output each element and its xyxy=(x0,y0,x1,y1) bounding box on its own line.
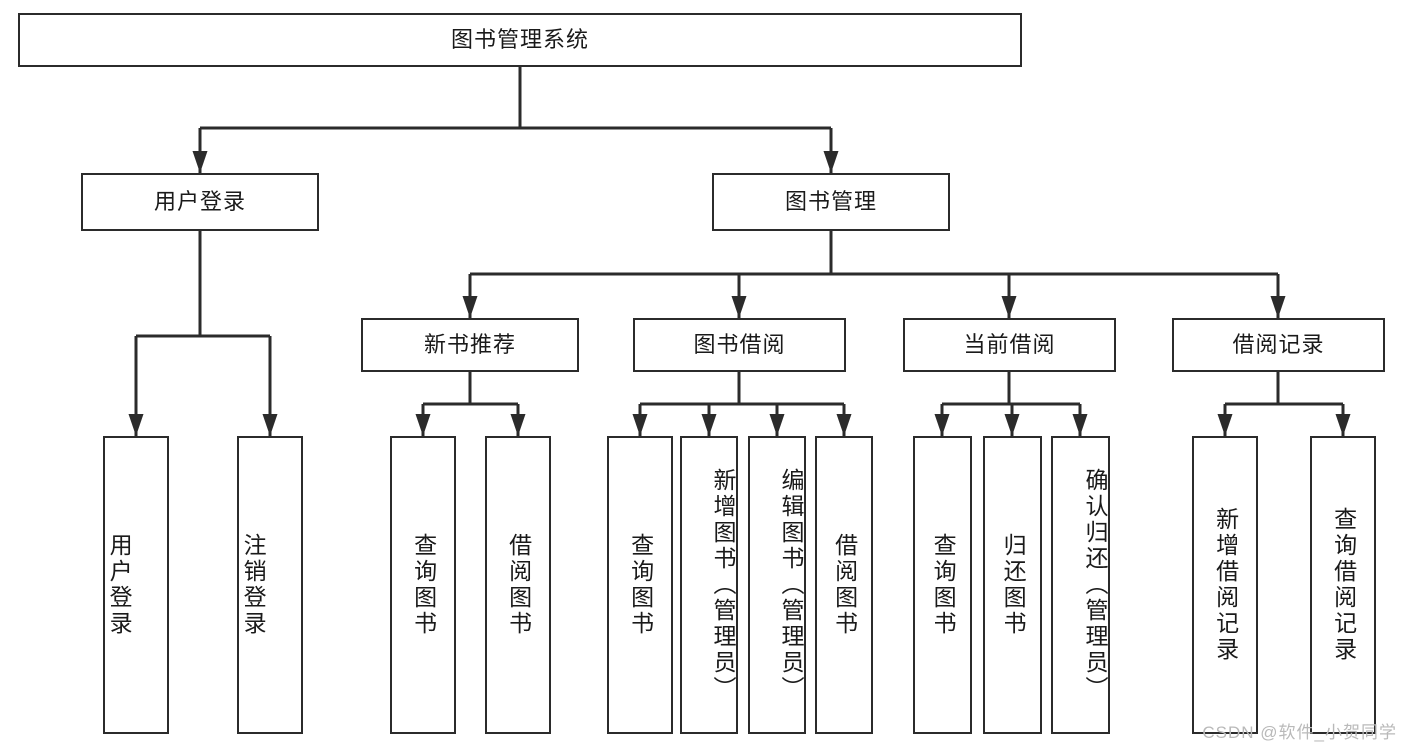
node-leaf-q-book-3[interactable]: 查询图书 xyxy=(913,436,972,734)
node-leaf-q-book-2[interactable]: 查询图书 xyxy=(607,436,673,734)
node-borrow[interactable]: 图书借阅 xyxy=(633,318,846,372)
arrowhead-icon xyxy=(1001,296,1017,318)
node-label: 查询图书 xyxy=(410,533,437,637)
node-leaf-q-book-1[interactable]: 查询图书 xyxy=(390,436,456,734)
arrowhead-icon xyxy=(262,414,278,436)
node-label: 归还图书 xyxy=(1000,533,1027,637)
node-leaf-logout[interactable]: 注销登录 xyxy=(237,436,303,734)
node-label: 编辑图书（管理员） xyxy=(778,468,804,702)
node-label: 查询图书 xyxy=(930,533,957,637)
node-label: 新增图书（管理员） xyxy=(710,468,736,702)
node-label: 图书管理系统 xyxy=(450,26,589,52)
node-label: 确认归还（管理员） xyxy=(1082,468,1108,702)
node-root[interactable]: 图书管理系统 xyxy=(18,13,1022,67)
arrowhead-icon xyxy=(823,151,839,173)
node-leaf-return[interactable]: 归还图书 xyxy=(983,436,1042,734)
arrowhead-icon xyxy=(192,151,208,173)
arrowhead-icon xyxy=(128,414,144,436)
arrowhead-icon xyxy=(769,414,785,436)
node-label: 当前借阅 xyxy=(963,331,1056,357)
node-label: 新增借阅记录 xyxy=(1212,507,1239,663)
arrowhead-icon xyxy=(1217,414,1233,436)
node-current[interactable]: 当前借阅 xyxy=(903,318,1116,372)
arrowhead-icon xyxy=(836,414,852,436)
node-label: 用户登录 xyxy=(106,533,133,637)
arrowhead-icon xyxy=(701,414,717,436)
node-leaf-q-rec[interactable]: 查询借阅记录 xyxy=(1310,436,1376,734)
node-newbook[interactable]: 新书推荐 xyxy=(361,318,579,372)
arrowhead-icon xyxy=(462,296,478,318)
arrowhead-icon xyxy=(1270,296,1286,318)
node-leaf-add-rec[interactable]: 新增借阅记录 xyxy=(1192,436,1258,734)
node-records[interactable]: 借阅记录 xyxy=(1172,318,1385,372)
node-login[interactable]: 用户登录 xyxy=(81,173,319,231)
node-label: 注销登录 xyxy=(240,533,267,637)
node-label: 用户登录 xyxy=(153,188,246,214)
node-leaf-b-book-1[interactable]: 借阅图书 xyxy=(485,436,551,734)
node-leaf-edit-book[interactable]: 编辑图书（管理员） xyxy=(748,436,806,734)
arrowhead-icon xyxy=(731,296,747,318)
arrowhead-icon xyxy=(415,414,431,436)
arrowhead-icon xyxy=(632,414,648,436)
arrowhead-icon xyxy=(1072,414,1088,436)
node-leaf-confirm[interactable]: 确认归还（管理员） xyxy=(1051,436,1110,734)
node-label: 图书管理 xyxy=(784,188,877,214)
node-label: 新书推荐 xyxy=(423,331,516,357)
arrowhead-icon xyxy=(510,414,526,436)
node-label: 借阅图书 xyxy=(831,533,858,637)
node-label: 查询借阅记录 xyxy=(1330,507,1357,663)
node-label: 借阅记录 xyxy=(1232,331,1325,357)
node-leaf-login[interactable]: 用户登录 xyxy=(103,436,169,734)
arrowhead-icon xyxy=(1004,414,1020,436)
watermark-text: CSDN @软件_小贺同学 xyxy=(1202,723,1397,742)
node-leaf-b-book-2[interactable]: 借阅图书 xyxy=(815,436,873,734)
node-label: 借阅图书 xyxy=(505,533,532,637)
node-bookmgmt[interactable]: 图书管理 xyxy=(712,173,950,231)
arrowhead-icon xyxy=(1335,414,1351,436)
node-label: 图书借阅 xyxy=(693,331,786,357)
arrowhead-icon xyxy=(934,414,950,436)
node-leaf-add-book[interactable]: 新增图书（管理员） xyxy=(680,436,738,734)
node-label: 查询图书 xyxy=(627,533,654,637)
